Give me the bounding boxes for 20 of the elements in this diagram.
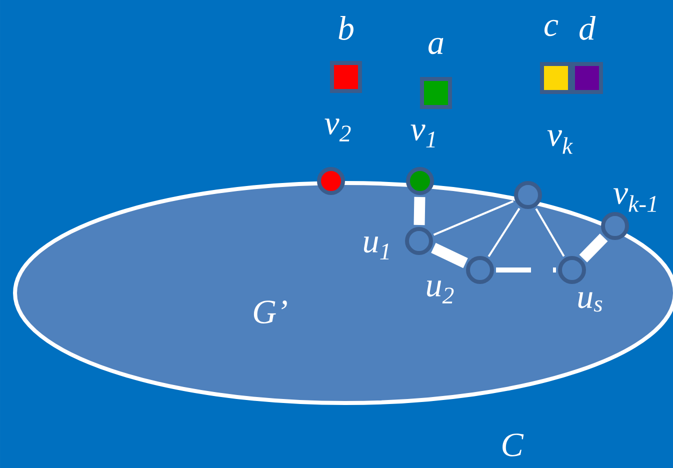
graph-edge xyxy=(579,234,608,262)
square-label: c xyxy=(544,20,558,36)
vertex-label: v$_{k-1}$ xyxy=(613,188,656,212)
vertex-label: v$_{1}$ xyxy=(410,124,435,148)
square-label: b xyxy=(338,16,354,40)
graph-edge xyxy=(488,208,520,258)
vertex-label: u$_{2}$ xyxy=(427,280,454,304)
vertex-label: v$_{2}$ xyxy=(324,118,351,142)
graph-edge xyxy=(414,196,426,226)
vertex-label: u$_{s}$ xyxy=(578,292,602,312)
vertex-label: v$_{k}$ xyxy=(547,130,573,154)
graph-edge xyxy=(431,242,468,268)
square-label: a xyxy=(428,38,444,54)
square-label: d xyxy=(580,16,596,40)
graph-edge xyxy=(433,200,514,236)
region-label: G’ xyxy=(254,300,287,324)
graph-edge xyxy=(496,268,556,272)
vertex-label: u$_{1}$ xyxy=(364,236,389,260)
graph-edge xyxy=(535,208,565,257)
region-label: C xyxy=(502,434,524,456)
